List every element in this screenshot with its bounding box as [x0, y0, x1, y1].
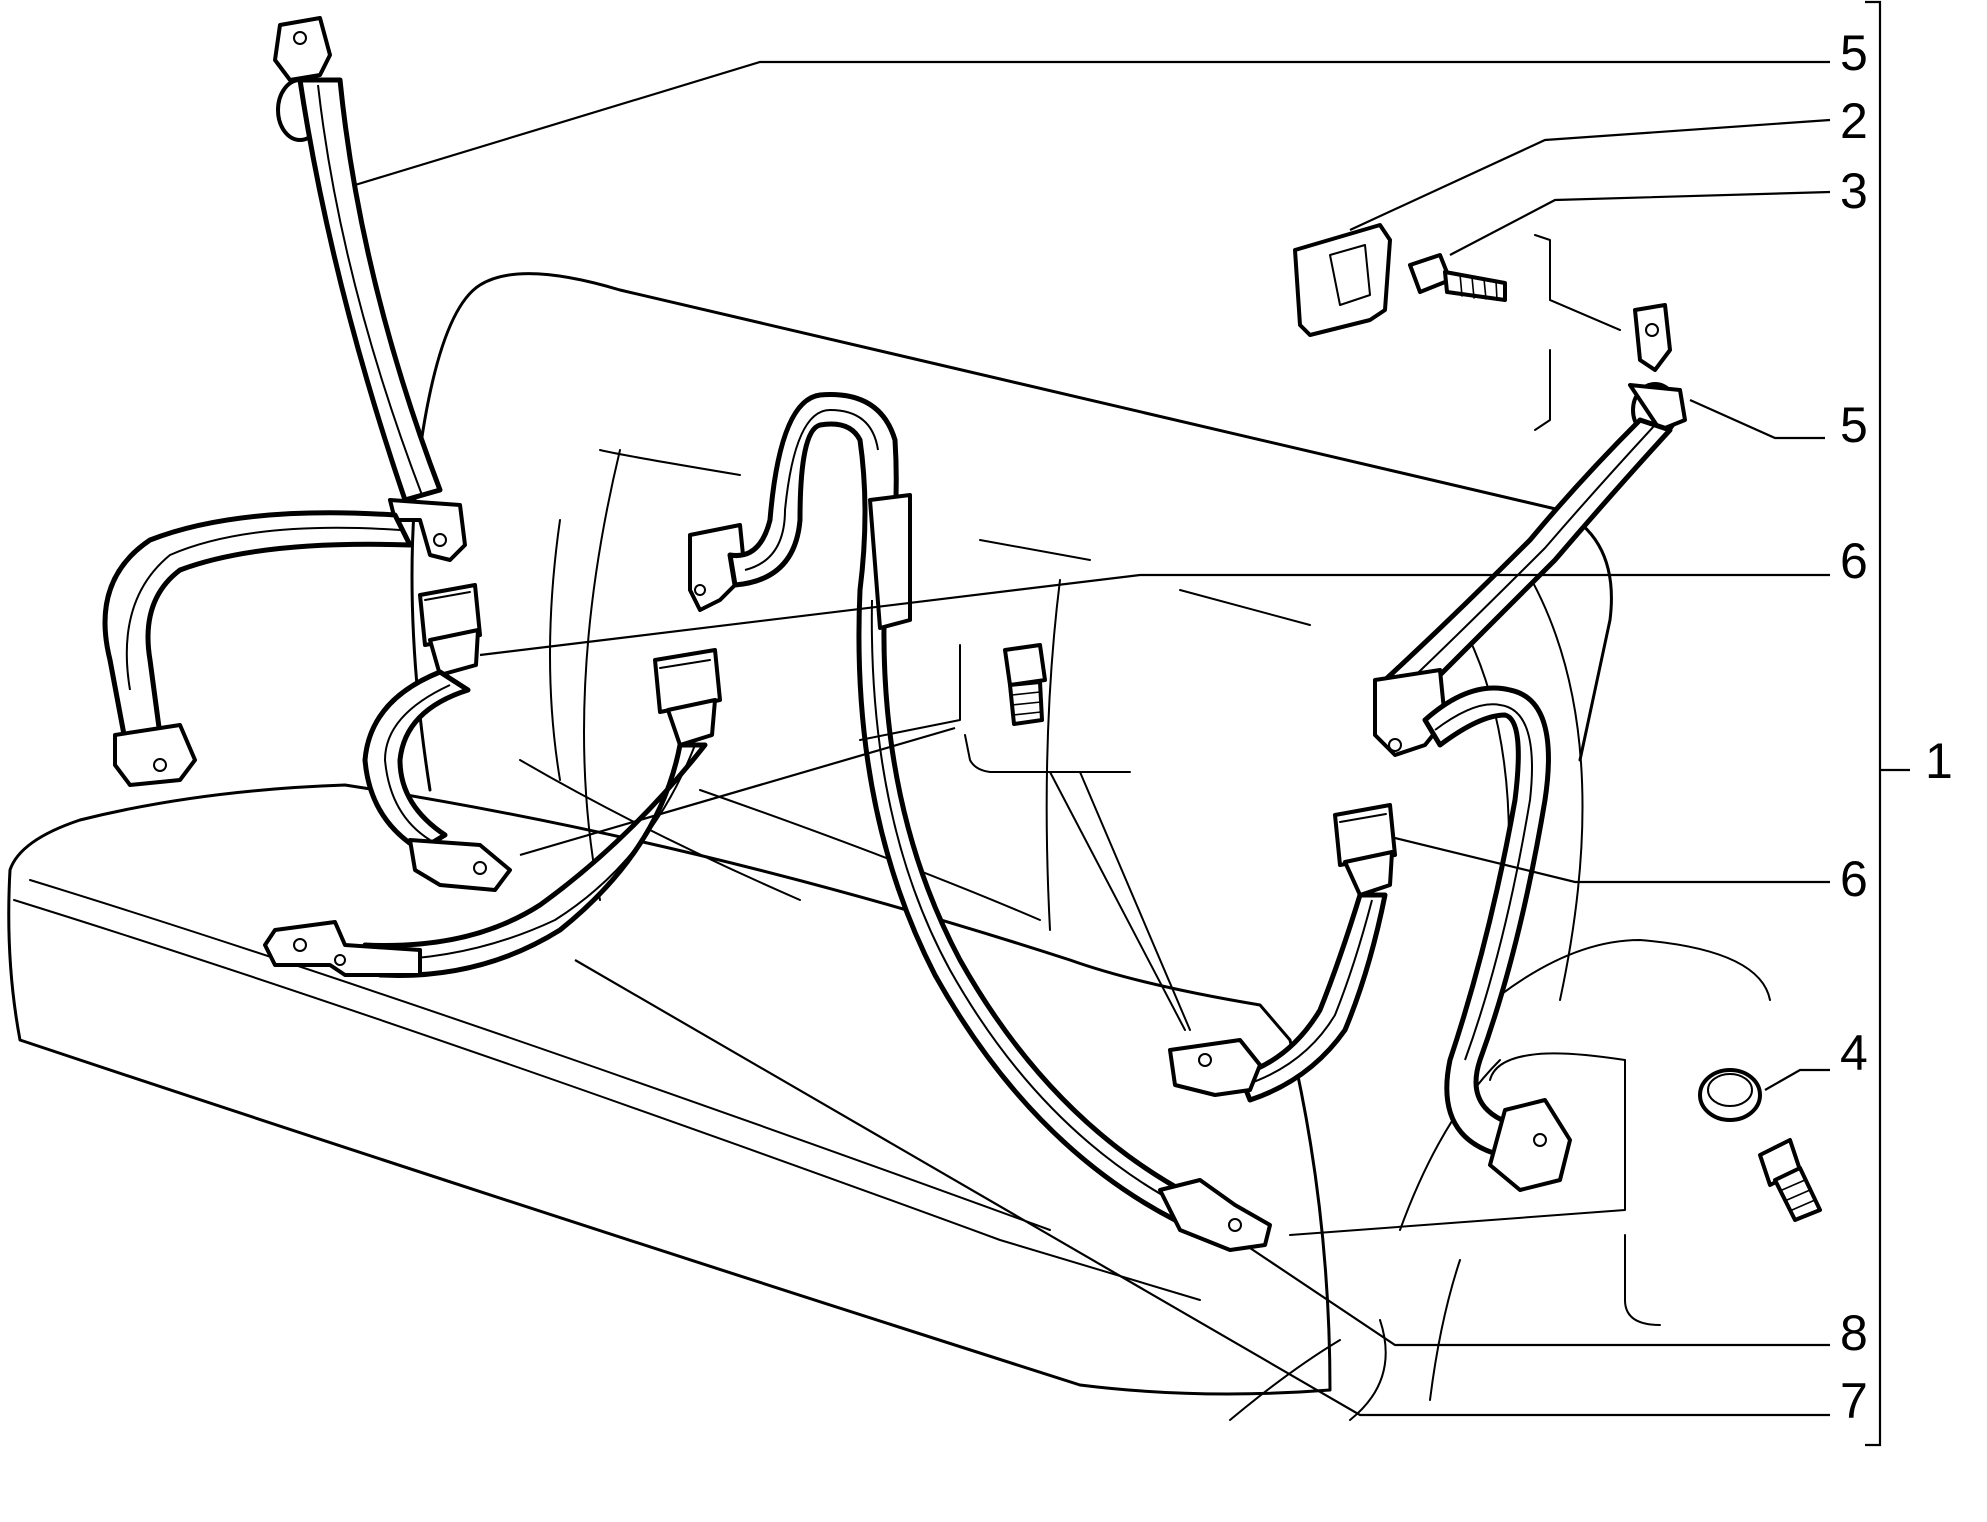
- callout-2: 2: [1840, 93, 1868, 149]
- left-buckle-belt: [362, 583, 512, 892]
- right-retractor-belt: [1373, 303, 1687, 1192]
- center-lap-belt: [688, 392, 1272, 1252]
- callout-5: 5: [1840, 397, 1868, 453]
- callout-6: 6: [1840, 851, 1868, 907]
- bolt-icon: [1758, 1138, 1822, 1222]
- callout-7: 7: [1840, 1373, 1868, 1429]
- cover-cap-part-2: [1293, 223, 1392, 337]
- fastener-brackets: [859, 234, 1661, 1326]
- left-retractor-belt: [102, 16, 467, 787]
- callout-5: 5: [1840, 25, 1868, 81]
- leader-lines: [354, 0, 1910, 1447]
- callout-4: 4: [1840, 1025, 1868, 1081]
- callout-labels: 5 2 3 5 6 1 6 4 8 7: [1840, 25, 1953, 1429]
- callout-1: 1: [1925, 733, 1953, 789]
- right-buckle-belt: [1168, 803, 1397, 1103]
- center-buckle-belt: [263, 648, 722, 978]
- screw-part-3: [1408, 253, 1507, 302]
- bolt-icon: [1003, 643, 1047, 726]
- callout-6: 6: [1840, 533, 1868, 589]
- callout-8: 8: [1840, 1305, 1868, 1361]
- callout-3: 3: [1840, 163, 1868, 219]
- spacer-part-4: [1698, 1068, 1762, 1122]
